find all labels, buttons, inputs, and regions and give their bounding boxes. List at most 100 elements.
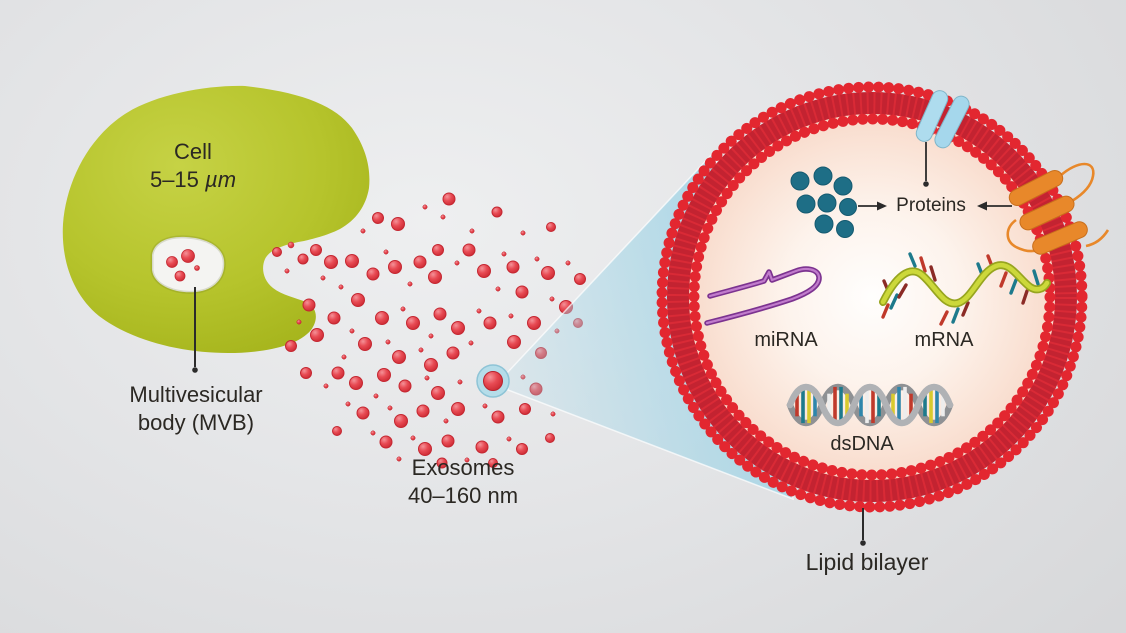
mvb-dot (194, 265, 200, 271)
mrna-graphic (879, 252, 1051, 326)
exosome-dot (327, 311, 341, 325)
exosome-dot (392, 350, 406, 364)
exosome-dot (385, 339, 391, 345)
membrane-striations (667, 92, 1077, 502)
exosome-dot (527, 316, 541, 330)
exosome-dot (516, 443, 528, 455)
exosome-dot (387, 405, 393, 411)
highlighted-exosome (476, 364, 510, 398)
cell-shape (62, 85, 370, 353)
exosome-dot (520, 230, 526, 236)
exosome-dot (436, 457, 448, 469)
cell-label-size: 5–15 µm (149, 167, 237, 192)
exosome-dot (519, 403, 531, 415)
blue-protein-pointer-dot (923, 181, 929, 187)
dna-strand-front (786, 383, 954, 427)
mrna-label: mRNA (914, 329, 974, 351)
mvb-pointer-dot (192, 367, 198, 373)
exosome-dot (338, 284, 344, 290)
exosome-dot (416, 404, 430, 418)
exosome-dot (440, 214, 446, 220)
exosome-dot (476, 308, 482, 314)
exosome-dot (545, 433, 555, 443)
exosome-dot (468, 340, 474, 346)
exosome-dot (360, 228, 366, 234)
exosome-dot (482, 403, 488, 409)
exosome-dot (320, 275, 326, 281)
mvb-dot (166, 256, 178, 268)
exosome-dot (483, 316, 497, 330)
exosome-dot (349, 328, 355, 334)
exosome-dot (418, 442, 432, 456)
exosome-dot (272, 247, 282, 257)
orange-arrowhead (977, 201, 987, 211)
protein-dot (790, 171, 810, 191)
exosome-dot (515, 285, 529, 299)
exosome-dot (433, 307, 447, 321)
dsdna-label: dsDNA (830, 433, 894, 455)
exosome-dot (424, 375, 430, 381)
exosome-dot (495, 286, 501, 292)
exosome-dot (391, 217, 405, 231)
exosome-dot (491, 410, 505, 424)
exosome-dot (297, 253, 309, 265)
exosome-dot (323, 383, 329, 389)
exosome-dot (546, 222, 556, 232)
exosome-dot (310, 244, 322, 256)
lipid-pointer (860, 508, 866, 546)
exosome-dot (443, 418, 449, 424)
exosome-dot (407, 281, 413, 287)
protein-dot (796, 194, 816, 214)
exosome-dot (462, 243, 476, 257)
exosome-dot (324, 255, 338, 269)
exosome-dot (370, 430, 376, 436)
mrna-tick (889, 293, 899, 310)
exosome-dot (550, 411, 556, 417)
exosome-dot (432, 244, 444, 256)
exosome-dot (396, 456, 402, 462)
highlighted-exosome-dot (483, 371, 503, 391)
exosome-dot (331, 366, 345, 380)
cell-label: Cell 5–15 µm (150, 138, 236, 194)
exosome-dot (366, 267, 380, 281)
exosome-dot (410, 435, 416, 441)
protein-dot-cluster (790, 166, 857, 238)
exosome-dot (549, 296, 555, 302)
mrna-tick (999, 271, 1008, 288)
mvb-pointer (192, 287, 198, 373)
exosome-dot (418, 347, 424, 353)
cell-body (62, 85, 370, 353)
lipid-bilayer-label: Lipid bilayer (805, 549, 929, 575)
mrna-tick (939, 310, 949, 326)
mvb-label: Multivesicular body (MVB) (129, 382, 263, 435)
exosome-dot (372, 212, 384, 224)
mvb-dot (174, 270, 186, 282)
exosome-dot (491, 206, 503, 218)
membrane-inner-beads (688, 113, 1056, 481)
exosome-dot (310, 328, 324, 342)
mrna-tick (881, 303, 890, 319)
exosome-dot (501, 251, 507, 257)
proteins-label: Proteins (896, 195, 966, 216)
exosome-dot (351, 293, 365, 307)
cell-label-name: Cell (174, 139, 212, 164)
transmembrane-protein-blue (915, 90, 970, 149)
exosome-dot (379, 435, 393, 449)
mrna-tick (908, 252, 917, 268)
vesicle-interior (676, 101, 1068, 493)
exosome-dot (373, 393, 379, 399)
membrane-outer-beads (656, 81, 1088, 513)
exosome-dot (383, 249, 389, 255)
mirna-graphic (704, 266, 822, 326)
exosome-dot (345, 401, 351, 407)
exosome-dot (394, 414, 408, 428)
protein-dot (817, 193, 837, 213)
exosome-dot (506, 436, 512, 442)
exosome-dot (506, 260, 520, 274)
exosome-dot (507, 335, 521, 349)
exosome-dot (469, 228, 475, 234)
exosome-dot (406, 316, 420, 330)
proteins-pointers (858, 142, 1012, 211)
protein-dot (814, 214, 834, 234)
